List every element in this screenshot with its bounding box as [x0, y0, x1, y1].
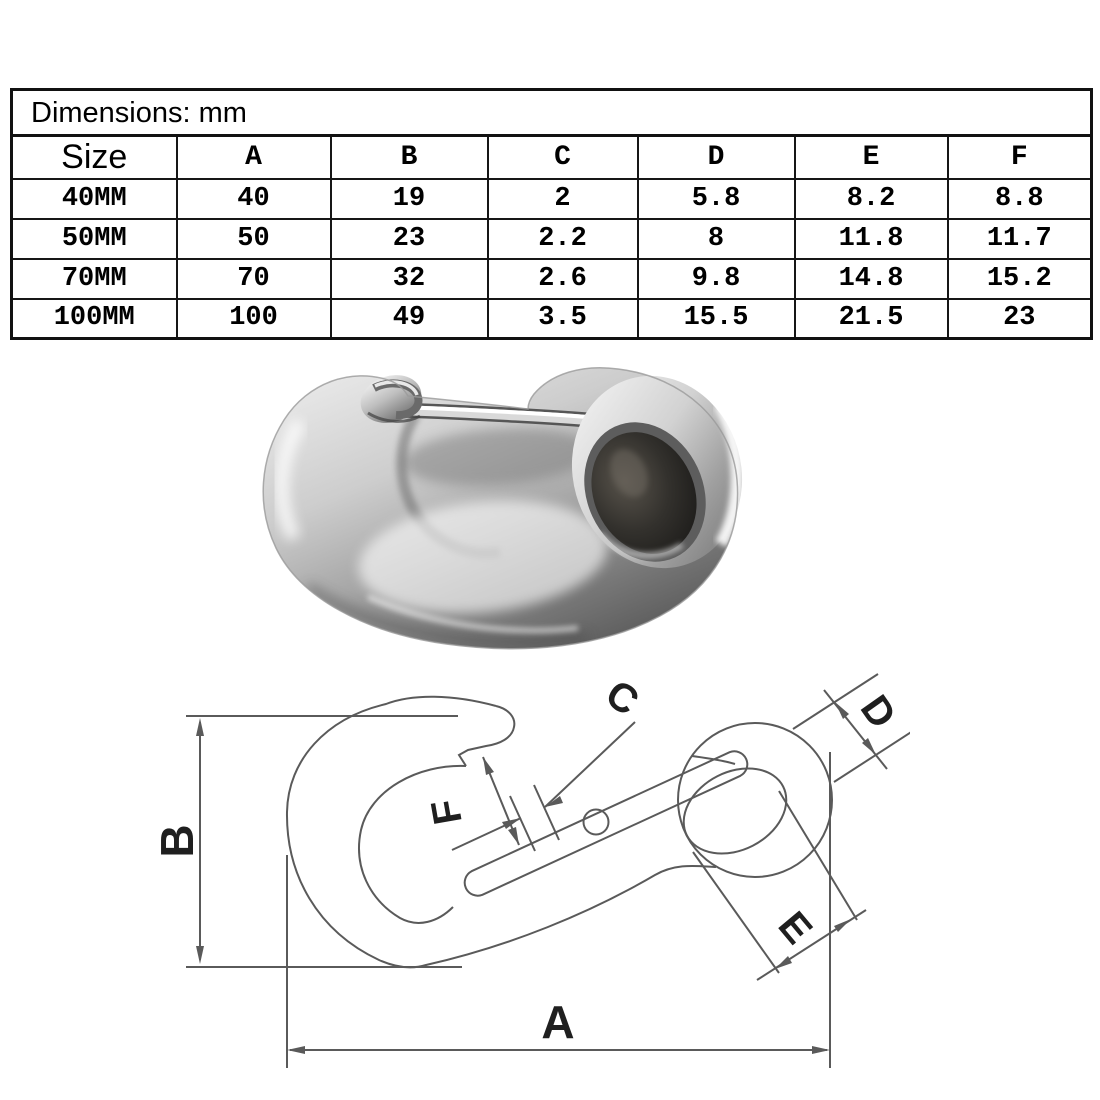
- column-header-e: E: [793, 134, 949, 180]
- cell-b: 32: [329, 257, 489, 300]
- cell-a: 50: [175, 217, 332, 260]
- hook-inner-curve: [358, 764, 467, 924]
- column-header-a: A: [175, 134, 332, 180]
- dimension-arrowheads: [196, 702, 876, 1054]
- cell-a: 100: [175, 297, 332, 340]
- dim-label-b: B: [151, 824, 203, 858]
- column-header-c: C: [486, 134, 639, 180]
- cell-f: 23: [946, 297, 1093, 340]
- column-header-size: Size: [10, 134, 178, 180]
- cell-a: 40: [175, 177, 332, 220]
- cell-b: 19: [329, 177, 489, 220]
- table-row: 50MM 50 23 2.2 8 11.8 11.7: [10, 217, 1093, 260]
- cell-a: 70: [175, 257, 332, 300]
- dimensions-table: Dimensions: mm Size A B C D E F 40MM 40 …: [10, 88, 1094, 340]
- body-top-edge: [691, 755, 736, 765]
- cell-d: 5.8: [636, 177, 796, 220]
- dim-label-a: A: [541, 996, 575, 1048]
- drawing-lines: [186, 673, 910, 1068]
- cell-c: 2.2: [486, 217, 639, 260]
- column-header-d: D: [636, 134, 796, 180]
- column-header-f: F: [946, 134, 1093, 180]
- hook-outer-curve: [285, 695, 717, 969]
- table-row: 100MM 100 49 3.5 15.5 21.5 23: [10, 297, 1093, 340]
- hook-nose: [457, 705, 516, 767]
- cell-c: 2: [486, 177, 639, 220]
- cell-c: 2.6: [486, 257, 639, 300]
- cell-d: 9.8: [636, 257, 796, 300]
- cell-f: 15.2: [946, 257, 1093, 300]
- cell-b: 23: [329, 217, 489, 260]
- cell-d: 8: [636, 217, 796, 260]
- column-header-b: B: [329, 134, 489, 180]
- cell-f: 8.8: [946, 177, 1093, 220]
- table-title: Dimensions: mm: [10, 88, 1093, 137]
- product-photo: [262, 367, 744, 650]
- cell-size: 50MM: [10, 217, 178, 260]
- gate-pivot: [582, 808, 610, 836]
- cell-e: 11.8: [793, 217, 949, 260]
- table-row: 40MM 40 19 2 5.8 8.2 8.8: [10, 177, 1093, 220]
- cell-e: 21.5: [793, 297, 949, 340]
- cell-b: 49: [329, 297, 489, 340]
- cell-f: 11.7: [946, 217, 1093, 260]
- eye-boss: [571, 375, 744, 569]
- table-row: 70MM 70 32 2.6 9.8 14.8 15.2: [10, 257, 1093, 300]
- body-outline: [262, 367, 739, 650]
- hook-tip: [360, 375, 423, 423]
- eye-outer-circle: [677, 722, 833, 878]
- cell-e: 14.8: [793, 257, 949, 300]
- eye-hole-ellipse: [682, 767, 788, 855]
- cell-d: 15.5: [636, 297, 796, 340]
- cell-size: 40MM: [10, 177, 178, 220]
- technical-drawing: A B C D E F: [130, 660, 910, 1090]
- cell-c: 3.5: [486, 297, 639, 340]
- cell-size: 100MM: [10, 297, 178, 340]
- cell-size: 70MM: [10, 257, 178, 300]
- body-shading: [274, 411, 608, 647]
- cell-e: 8.2: [793, 177, 949, 220]
- drawing-strokes: [186, 673, 910, 1068]
